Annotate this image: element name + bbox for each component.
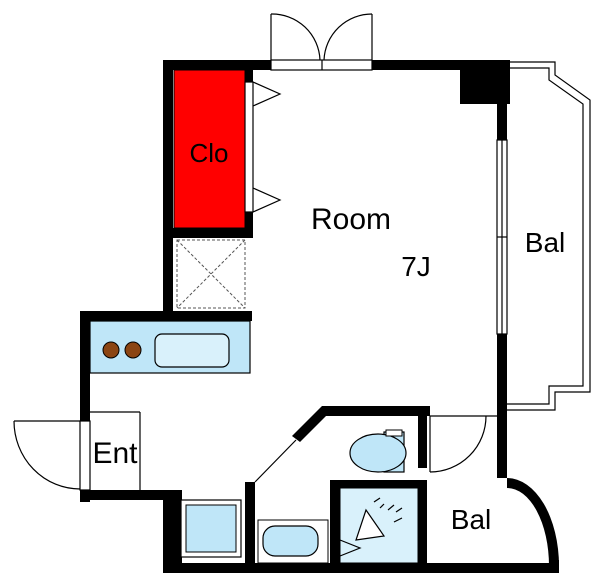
toilet: [349, 429, 407, 473]
exterior-walls: [80, 60, 559, 573]
burner-right: [124, 341, 142, 359]
interior-walls: [163, 70, 430, 570]
bath-entry-door: [254, 439, 297, 483]
kitchen-sink: [154, 333, 230, 368]
balcony-south-label: Bal: [451, 504, 491, 535]
top-double-door: [270, 13, 373, 71]
toilet-bowl: [349, 433, 407, 473]
storage-box: [176, 239, 246, 309]
closet: Clo: [173, 69, 282, 229]
room-size-label: 7J: [401, 251, 431, 282]
balcony-south: Bal: [451, 478, 559, 573]
closet-area: [173, 69, 246, 229]
room-label: Room: [311, 203, 391, 236]
washing-machine: [180, 499, 242, 558]
balcony-east-label: Bal: [525, 227, 565, 258]
window-east: [496, 139, 508, 335]
kitchen-counter: [89, 320, 251, 374]
balcony-east-outline: [505, 61, 591, 411]
closet-label: Clo: [189, 138, 228, 168]
entrance-label: Ent: [92, 437, 138, 470]
entrance: Ent: [13, 411, 141, 491]
shower: [339, 487, 419, 564]
burner-left: [102, 341, 120, 359]
shower-head: [355, 508, 386, 541]
south-balcony-door: [429, 415, 497, 473]
wash-basin: [257, 519, 329, 564]
